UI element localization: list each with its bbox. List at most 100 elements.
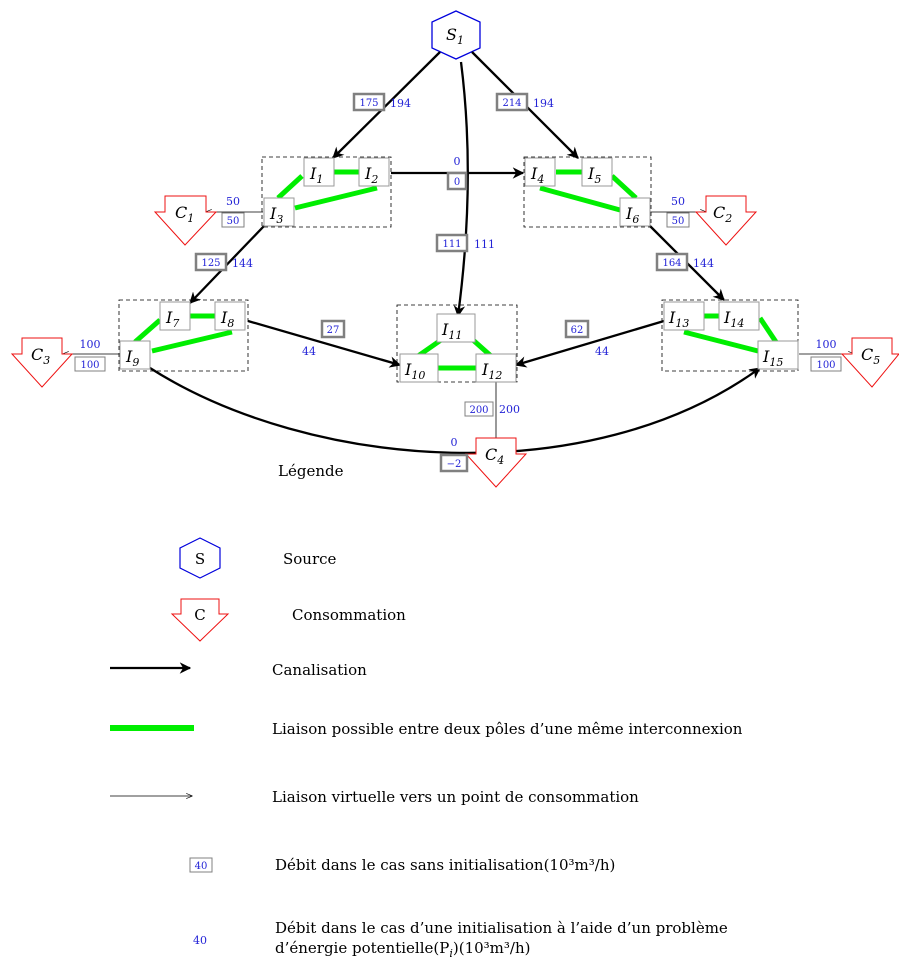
- svg-text:200: 200: [469, 405, 488, 416]
- svg-text:0: 0: [454, 155, 461, 168]
- consumers: C1 C2 C3 C4 C5: [10, 195, 899, 488]
- svg-text:I4: I4: [530, 164, 544, 186]
- svg-text:194: 194: [533, 97, 554, 110]
- consumer-c2: C2: [694, 195, 758, 246]
- legend: Légende S Source C Consommation Canalisa…: [110, 462, 743, 960]
- possible-links: [133, 169, 779, 371]
- pipe-i8-i10: [247, 319, 402, 368]
- svg-text:100: 100: [80, 338, 101, 351]
- legend-title: Légende: [278, 462, 344, 480]
- consumer-c5: C5: [840, 337, 899, 388]
- node-i12: I12: [475, 353, 517, 383]
- svg-text:44: 44: [595, 345, 609, 358]
- svg-text:214: 214: [502, 98, 521, 109]
- group-i1-i3: [261, 156, 392, 228]
- flow-s1-i11: 111 111: [435, 233, 495, 253]
- svg-text:125: 125: [201, 258, 220, 269]
- svg-text:40: 40: [195, 861, 208, 872]
- node-i15: I15: [757, 340, 799, 370]
- link-i14-i15: [757, 316, 779, 344]
- svg-text:40: 40: [193, 934, 207, 947]
- flow-i9-c3: 100 100: [74, 338, 106, 372]
- svg-text:I13: I13: [668, 308, 689, 330]
- svg-text:100: 100: [816, 360, 835, 371]
- node-i7: I7: [159, 301, 191, 331]
- svg-text:194: 194: [390, 97, 411, 110]
- svg-text:I6: I6: [625, 204, 639, 226]
- svg-text:C: C: [194, 606, 205, 624]
- pipe-s1-i1: [332, 51, 441, 159]
- node-i1: I1: [303, 157, 335, 187]
- consumer-c1: C1: [153, 195, 218, 246]
- flow-i6-i14: 164 144: [655, 252, 714, 272]
- legend-pipe-label: Canalisation: [272, 661, 367, 679]
- svg-text:50: 50: [227, 216, 240, 227]
- legend-consumer-label: Consommation: [292, 606, 406, 624]
- source-s1-label: S1: [446, 25, 464, 47]
- svg-text:27: 27: [327, 325, 340, 336]
- link-i11-i10: [416, 337, 443, 359]
- pipe-i9-i15: [149, 367, 761, 455]
- consumer-c4: C4: [464, 437, 528, 488]
- svg-text:I14: I14: [723, 308, 744, 330]
- svg-text:C2: C2: [713, 203, 732, 225]
- link-i4-i6: [539, 185, 621, 213]
- flow-i15-c5: 100 100: [810, 338, 842, 372]
- svg-text:S: S: [195, 550, 205, 568]
- legend-source-icon: [179, 537, 221, 579]
- link-i8-i9: [151, 329, 233, 354]
- svg-text:144: 144: [232, 257, 253, 270]
- svg-text:0: 0: [451, 436, 458, 449]
- node-i5: I5: [581, 157, 613, 187]
- pipe-i13-i12: [514, 319, 665, 368]
- node-i3: I3: [263, 197, 295, 227]
- svg-text:I2: I2: [364, 164, 378, 186]
- link-i2-i3: [294, 185, 378, 211]
- svg-text:0: 0: [454, 177, 460, 188]
- svg-text:C3: C3: [31, 345, 50, 367]
- svg-text:C5: C5: [861, 345, 880, 367]
- svg-text:44: 44: [302, 345, 316, 358]
- link-i13-i15: [683, 329, 759, 354]
- svg-text:I8: I8: [220, 308, 234, 330]
- legend-source-label: Source: [283, 550, 337, 568]
- legend-consumer-icon: [170, 598, 230, 642]
- consumer-c3: C3: [10, 337, 74, 388]
- flow-i3-c1: 50 50: [221, 195, 245, 228]
- flow-s1-i4: 214 194: [495, 92, 554, 112]
- svg-text:100: 100: [80, 360, 99, 371]
- svg-text:I7: I7: [165, 308, 179, 330]
- svg-text:62: 62: [571, 325, 584, 336]
- node-i4: I4: [524, 157, 556, 187]
- svg-text:C4: C4: [485, 445, 504, 467]
- svg-text:I11: I11: [441, 320, 462, 342]
- svg-text:I1: I1: [309, 164, 323, 186]
- svg-text:144: 144: [693, 257, 714, 270]
- svg-text:I9: I9: [125, 347, 139, 369]
- legend-box-value: 40 Débit dans le cas sans initialisation…: [189, 856, 615, 874]
- pipes: [149, 51, 761, 455]
- node-i6: I6: [619, 197, 651, 227]
- legend-plain-label-line2: d’énergie potentielle(Pi)(10³m³/h): [275, 939, 530, 960]
- flow-i9-i15: 0 −2: [439, 436, 469, 473]
- node-i9: I9: [119, 340, 151, 370]
- svg-text:50: 50: [226, 195, 240, 208]
- svg-text:175: 175: [359, 98, 378, 109]
- svg-text:I3: I3: [269, 204, 283, 226]
- flow-values: 175 194 214 194 111 111 0 0 125 144 164 …: [74, 92, 842, 473]
- svg-text:I10: I10: [404, 360, 425, 382]
- svg-text:50: 50: [671, 195, 685, 208]
- legend-box-icon: [189, 857, 213, 873]
- link-i11-i12: [471, 338, 493, 358]
- legend-link-label: Liaison possible entre deux pôles d’une …: [272, 720, 743, 738]
- pipe-s1-i11: [453, 61, 469, 318]
- svg-text:I5: I5: [587, 164, 601, 186]
- legend-source: S Source: [179, 537, 337, 579]
- node-i8: I8: [214, 301, 246, 331]
- svg-text:164: 164: [662, 258, 681, 269]
- legend-plain-value: 40 Débit dans le cas d’une initialisatio…: [193, 919, 728, 960]
- node-boxes: I1 I2 I3 I4 I5 I6 I7 I8 I9 I10 I11 I12 I…: [119, 157, 799, 383]
- link-i5-i6: [610, 174, 638, 200]
- group-i13-i15: [661, 299, 799, 372]
